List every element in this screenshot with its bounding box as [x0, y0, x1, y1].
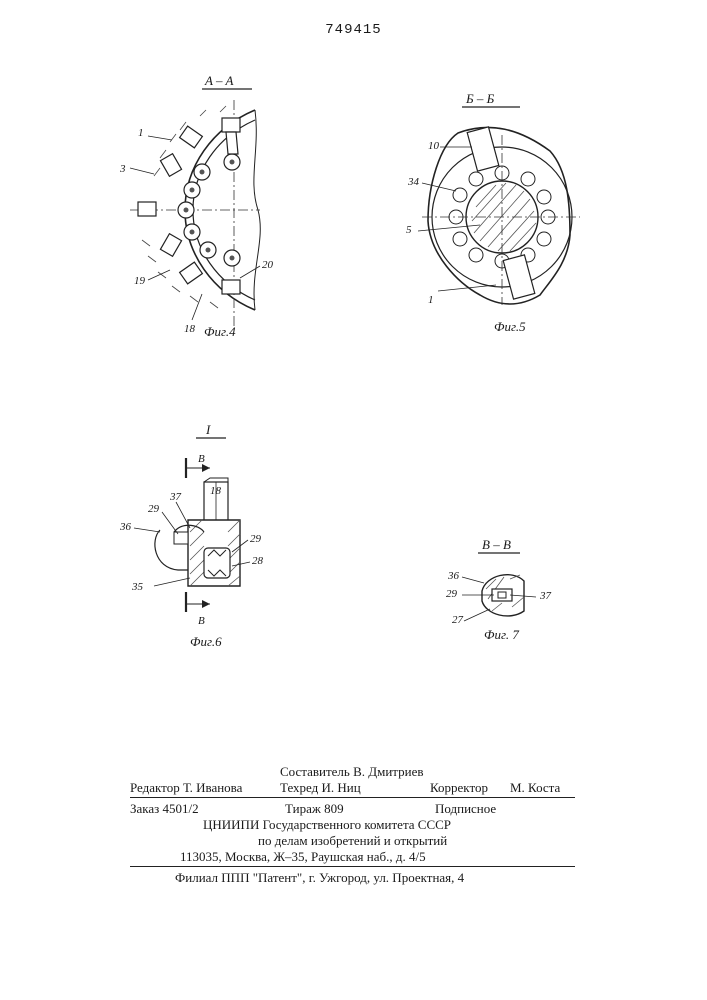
fig6-label-18: 18: [210, 485, 222, 497]
branch-divider: [130, 866, 575, 867]
fig5-caption: Фиг.5: [494, 319, 526, 334]
fig6-section-title: I: [205, 422, 211, 437]
techred-line: Техред И. Ниц: [280, 780, 361, 796]
fig4-section-title: A – A: [204, 73, 233, 88]
fig6-label-b-top: B: [198, 453, 205, 465]
fig4-label-3: 3: [119, 163, 126, 175]
fig6-label-29-right: 29: [250, 533, 262, 545]
fig7-section-title: B – B: [482, 537, 511, 552]
fig4-label-1: 1: [138, 127, 144, 139]
fig6-label-28: 28: [252, 555, 264, 567]
fig5-section-title: Б – Б: [465, 91, 495, 106]
editor-line: Редактор Т. Иванова: [130, 780, 242, 796]
fig4-label-19: 19: [134, 275, 146, 287]
figure-6: I B B: [120, 420, 290, 660]
subscription: Подписное: [435, 801, 496, 817]
fig5-label-34: 34: [407, 176, 420, 188]
corrector-name: М. Коста: [510, 780, 560, 796]
fig6-label-b-bottom: B: [198, 615, 205, 627]
fig6-label-37: 37: [169, 491, 182, 503]
fig4-caption: Фиг.4: [204, 324, 236, 339]
figure-7: B – B 36 29 37 27 Фиг. 7: [440, 535, 570, 645]
fig5-label-5: 5: [406, 224, 412, 236]
fig6-label-29-left: 29: [148, 503, 160, 515]
org-line-2: по делам изобретений и открытий: [258, 833, 447, 849]
org-line-3: 113035, Москва, Ж–35, Раушская наб., д. …: [180, 849, 426, 865]
branch-line: Филиал ППП "Патент", г. Ужгород, ул. Про…: [175, 870, 464, 886]
fig6-label-35: 35: [131, 581, 144, 593]
corrector-label: Корректор: [430, 780, 488, 796]
patent-number: 749415: [0, 22, 707, 38]
fig4-label-18: 18: [184, 323, 196, 335]
fig4-label-20: 20: [262, 259, 274, 271]
fig5-label-10: 10: [428, 140, 440, 152]
fig6-caption: Фиг.6: [190, 634, 222, 649]
figure-5: Б – Б 10: [400, 85, 590, 345]
order-number: Заказ 4501/2: [130, 801, 199, 817]
fig7-label-27: 27: [452, 614, 464, 626]
circulation: Тираж 809: [285, 801, 344, 817]
imprint-divider: [130, 797, 575, 798]
composer-line: Составитель В. Дмитриев: [280, 764, 424, 780]
figure-4: A – A: [110, 70, 280, 350]
fig7-label-36: 36: [447, 570, 460, 582]
fig7-label-29: 29: [446, 588, 458, 600]
fig7-caption: Фиг. 7: [484, 627, 519, 642]
fig7-label-37: 37: [539, 590, 552, 602]
fig6-label-36: 36: [119, 521, 132, 533]
fig5-label-1: 1: [428, 294, 434, 306]
org-line-1: ЦНИИПИ Государственного комитета СССР: [203, 817, 451, 833]
